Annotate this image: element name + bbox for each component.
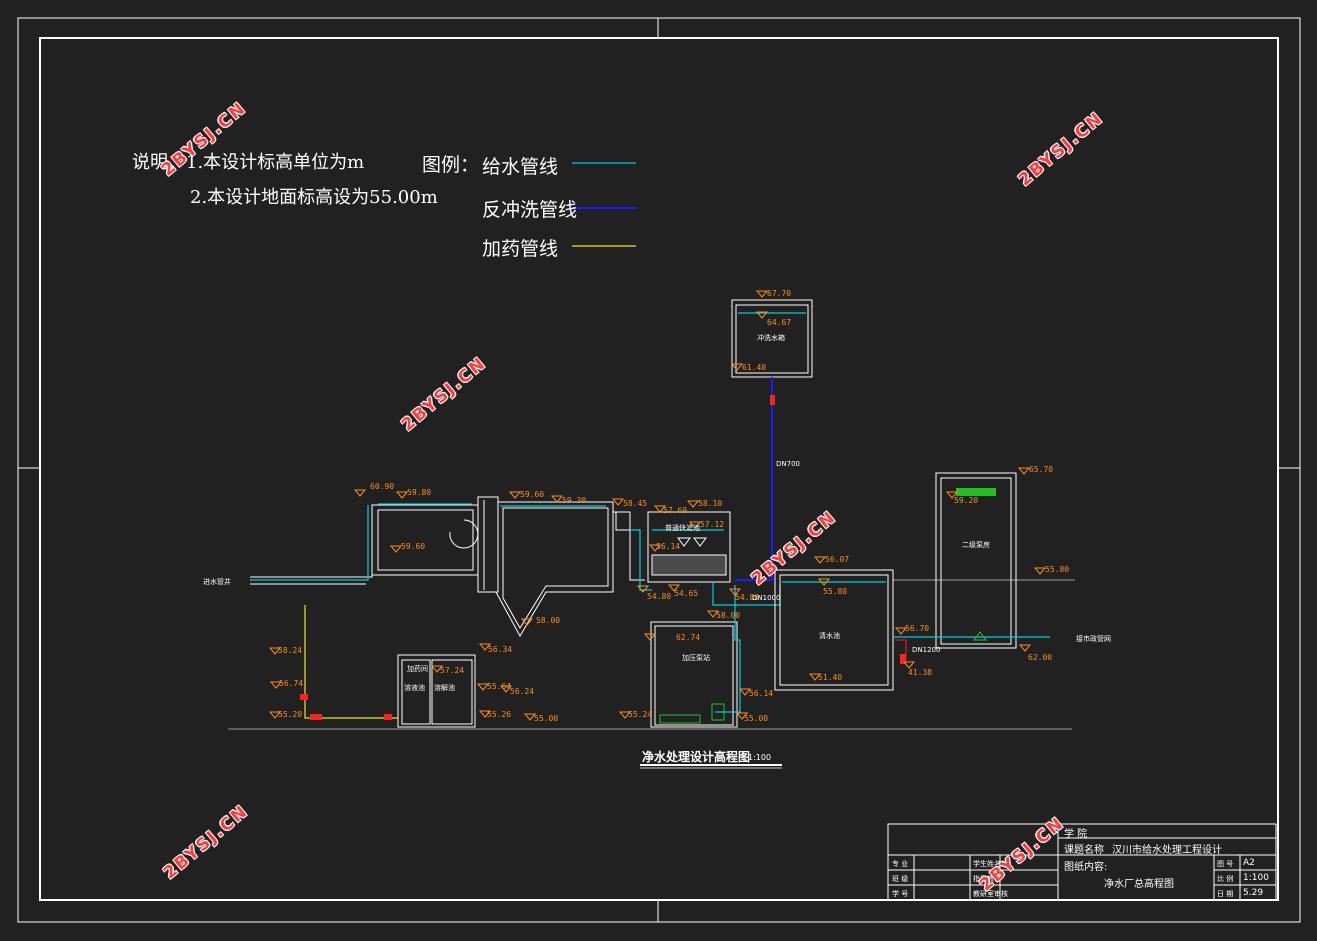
svg-text:54.80: 54.80 <box>735 593 759 602</box>
svg-text:67.70: 67.70 <box>767 289 791 298</box>
svg-text:57.12: 57.12 <box>700 520 724 529</box>
tb-row-class: 班 级 <box>892 875 909 883</box>
tb-scale-label: 比 例 <box>1217 875 1234 883</box>
svg-text:进水管井: 进水管井 <box>203 577 231 586</box>
svg-text:55.00: 55.00 <box>744 714 768 723</box>
svg-text:62.74: 62.74 <box>676 633 700 642</box>
svg-text:DN700: DN700 <box>776 460 800 468</box>
centering-marks <box>18 18 1300 922</box>
elevation-values: 60.90 59.80 59.60 59.60 59.30 58.45 57.69 58.… <box>278 289 1069 723</box>
svg-text:55.80: 55.80 <box>823 587 847 596</box>
svg-text:加压泵站: 加压泵站 <box>682 653 710 662</box>
svg-text:60.90: 60.90 <box>370 482 394 491</box>
svg-text:59.30: 59.30 <box>562 496 586 505</box>
note-line-2: 2.本设计地面标高设为55.00m <box>190 187 438 208</box>
svg-text:57.24: 57.24 <box>440 666 464 675</box>
drawing-scale: 1:100 <box>748 753 772 762</box>
svg-text:冲洗水箱: 冲洗水箱 <box>757 333 785 342</box>
svg-text:59.60: 59.60 <box>401 542 425 551</box>
svg-text:56.07: 56.07 <box>825 555 849 564</box>
title-block-frame <box>887 823 1277 901</box>
svg-text:DN1000: DN1000 <box>752 594 780 602</box>
legend-title: 图例： <box>422 154 480 176</box>
svg-text:55.80: 55.80 <box>1045 565 1069 574</box>
svg-text:溶解池: 溶解池 <box>434 683 455 692</box>
tb-scale: 1:100 <box>1243 873 1269 883</box>
svg-text:56.14: 56.14 <box>656 542 680 551</box>
tb-sheet: A2 <box>1243 858 1255 868</box>
inner-frame <box>39 37 1279 901</box>
tb-project-label: 课题名称 <box>1064 845 1104 856</box>
tb-row-student: 学生姓名 <box>973 860 1001 868</box>
svg-text:普通快滤池: 普通快滤池 <box>665 523 700 532</box>
svg-text:58.00: 58.00 <box>536 616 560 625</box>
svg-text:55.64: 55.64 <box>487 682 511 691</box>
dosing-room <box>397 654 476 728</box>
structure-labels: 进水管井 冲洗水箱 清水池 加压泵站 二级泵房 接市政管网 普通快滤池 加药间 … <box>203 333 1111 692</box>
valves <box>300 395 906 720</box>
svg-text:59.20: 59.20 <box>954 496 978 505</box>
backwash-pipe <box>735 377 773 581</box>
legend-water-label: 给水管线 <box>482 156 559 178</box>
second-pump-house <box>935 472 1017 649</box>
tb-row-advisor: 指导教师 <box>973 875 1001 883</box>
svg-text:DN1200: DN1200 <box>912 646 940 654</box>
svg-text:64.67: 64.67 <box>767 318 791 327</box>
svg-text:溶液池: 溶液池 <box>404 683 425 692</box>
tb-row-id: 学 号 <box>892 890 909 898</box>
tb-date-label: 日 期 <box>1217 890 1234 898</box>
svg-text:54.80: 54.80 <box>647 592 671 601</box>
svg-text:51.40: 51.40 <box>818 673 842 682</box>
svg-text:55.24: 55.24 <box>628 710 652 719</box>
ground-lines <box>228 579 1075 730</box>
svg-text:55.20: 55.20 <box>278 710 302 719</box>
svg-text:55.26: 55.26 <box>487 710 511 719</box>
svg-text:56.24: 56.24 <box>510 687 534 696</box>
legend-backwash-label: 反冲洗管线 <box>482 199 578 221</box>
svg-text:58.24: 58.24 <box>278 646 302 655</box>
svg-text:58.45: 58.45 <box>623 499 647 508</box>
tb-school: 学 院 <box>1064 829 1088 840</box>
tb-row-review: 教研室审核 <box>973 890 1008 898</box>
svg-text:56.74: 56.74 <box>279 679 303 688</box>
clear-well <box>774 569 894 691</box>
tb-project: 汉川市给水处理工程设计 <box>1112 845 1222 856</box>
svg-text:58.10: 58.10 <box>698 499 722 508</box>
svg-text:56.70: 56.70 <box>905 624 929 633</box>
svg-text:55.00: 55.00 <box>534 714 558 723</box>
svg-text:61.40: 61.40 <box>742 363 766 372</box>
outer-frame <box>17 17 1301 923</box>
legend-dosing-label: 加药管线 <box>482 238 559 260</box>
dosing-pipe <box>304 605 398 719</box>
pump-house <box>650 621 738 728</box>
tb-content: 净水厂总高程图 <box>1104 879 1174 890</box>
intake-water-pipe <box>250 505 369 581</box>
svg-text:59.80: 59.80 <box>407 488 431 497</box>
svg-text:57.69: 57.69 <box>663 506 687 515</box>
svg-text:62.00: 62.00 <box>1028 653 1052 662</box>
svg-text:二级泵房: 二级泵房 <box>962 540 990 549</box>
svg-text:58.00: 58.00 <box>716 611 740 620</box>
note-line-1: 说明：1.本设计标高单位为m <box>132 152 365 173</box>
svg-text:接市政管网: 接市政管网 <box>1076 634 1111 643</box>
svg-text:41.38: 41.38 <box>908 668 932 677</box>
svg-text:56.14: 56.14 <box>749 689 773 698</box>
sedimentation-tank <box>477 496 614 638</box>
svg-text:65.70: 65.70 <box>1029 465 1053 474</box>
drawing-title: 净水处理设计高程图 <box>642 750 751 764</box>
tb-row-major: 专 业 <box>892 860 909 868</box>
svg-text:54.65: 54.65 <box>674 589 698 598</box>
filter-tank <box>613 511 731 583</box>
intake-well <box>250 504 479 585</box>
svg-text:加药间: 加药间 <box>407 664 428 673</box>
svg-text:56.34: 56.34 <box>488 645 512 654</box>
svg-text:清水池: 清水池 <box>819 631 840 640</box>
elevation-markers <box>268 290 1047 721</box>
tb-content-label: 图纸内容: <box>1064 862 1108 873</box>
tb-date: 5.29 <box>1243 888 1264 898</box>
svg-text:59.60: 59.60 <box>520 490 544 499</box>
tb-sheet-label: 图 号 <box>1217 860 1234 868</box>
